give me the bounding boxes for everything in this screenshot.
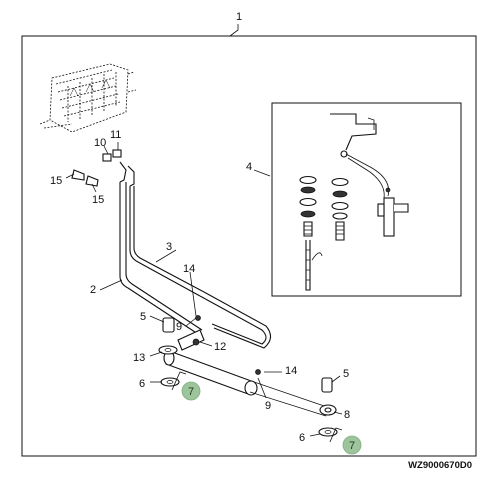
callout-12: 12	[214, 341, 226, 353]
note-badge-7-right: 7	[342, 435, 362, 455]
callout-labels: 1 2 3 4 5 5 6 6 8 9 9 10 11 12 13 14 14 …	[50, 11, 350, 444]
callout-15-left: 15	[50, 175, 62, 187]
callout-4: 4	[246, 161, 252, 173]
pivot-hardware-left	[158, 317, 187, 391]
fitting-elbows	[71, 149, 135, 187]
diagram-frame	[21, 35, 477, 457]
callout-6-right: 6	[299, 432, 305, 444]
callout-9-right: 9	[265, 400, 271, 412]
note-badge-7-right-label: 7	[349, 440, 355, 452]
note-badge-7-left-label: 7	[188, 386, 194, 398]
detail-washer-stack-right	[331, 177, 349, 241]
callout-9-left: 9	[176, 321, 182, 333]
callout-2: 2	[90, 284, 96, 296]
detail-washer-stack-left	[299, 175, 323, 291]
hydraulic-lines	[119, 182, 272, 349]
callout-1: 1	[236, 11, 242, 23]
pivot-hardware-right	[318, 377, 343, 443]
detail-inset	[271, 102, 462, 297]
callout-6-left: 6	[139, 378, 145, 390]
control-valve-illustration	[39, 63, 137, 133]
callout-5-left: 5	[140, 311, 146, 323]
callout-5-right: 5	[343, 368, 349, 380]
drawing-code: WZ9000670D0	[408, 460, 472, 471]
callout-8: 8	[344, 409, 350, 421]
callout-14-lower: 14	[285, 365, 297, 377]
callout-15-lower: 15	[92, 194, 104, 206]
callout-13: 13	[133, 352, 145, 364]
callout-11: 11	[110, 129, 121, 141]
steering-cylinder	[163, 315, 337, 417]
callout-10: 10	[94, 137, 106, 149]
callout-3: 3	[166, 241, 172, 253]
note-badge-7-left: 7	[181, 381, 201, 401]
leader-lines	[65, 24, 343, 437]
callout-14-upper: 14	[183, 263, 195, 275]
